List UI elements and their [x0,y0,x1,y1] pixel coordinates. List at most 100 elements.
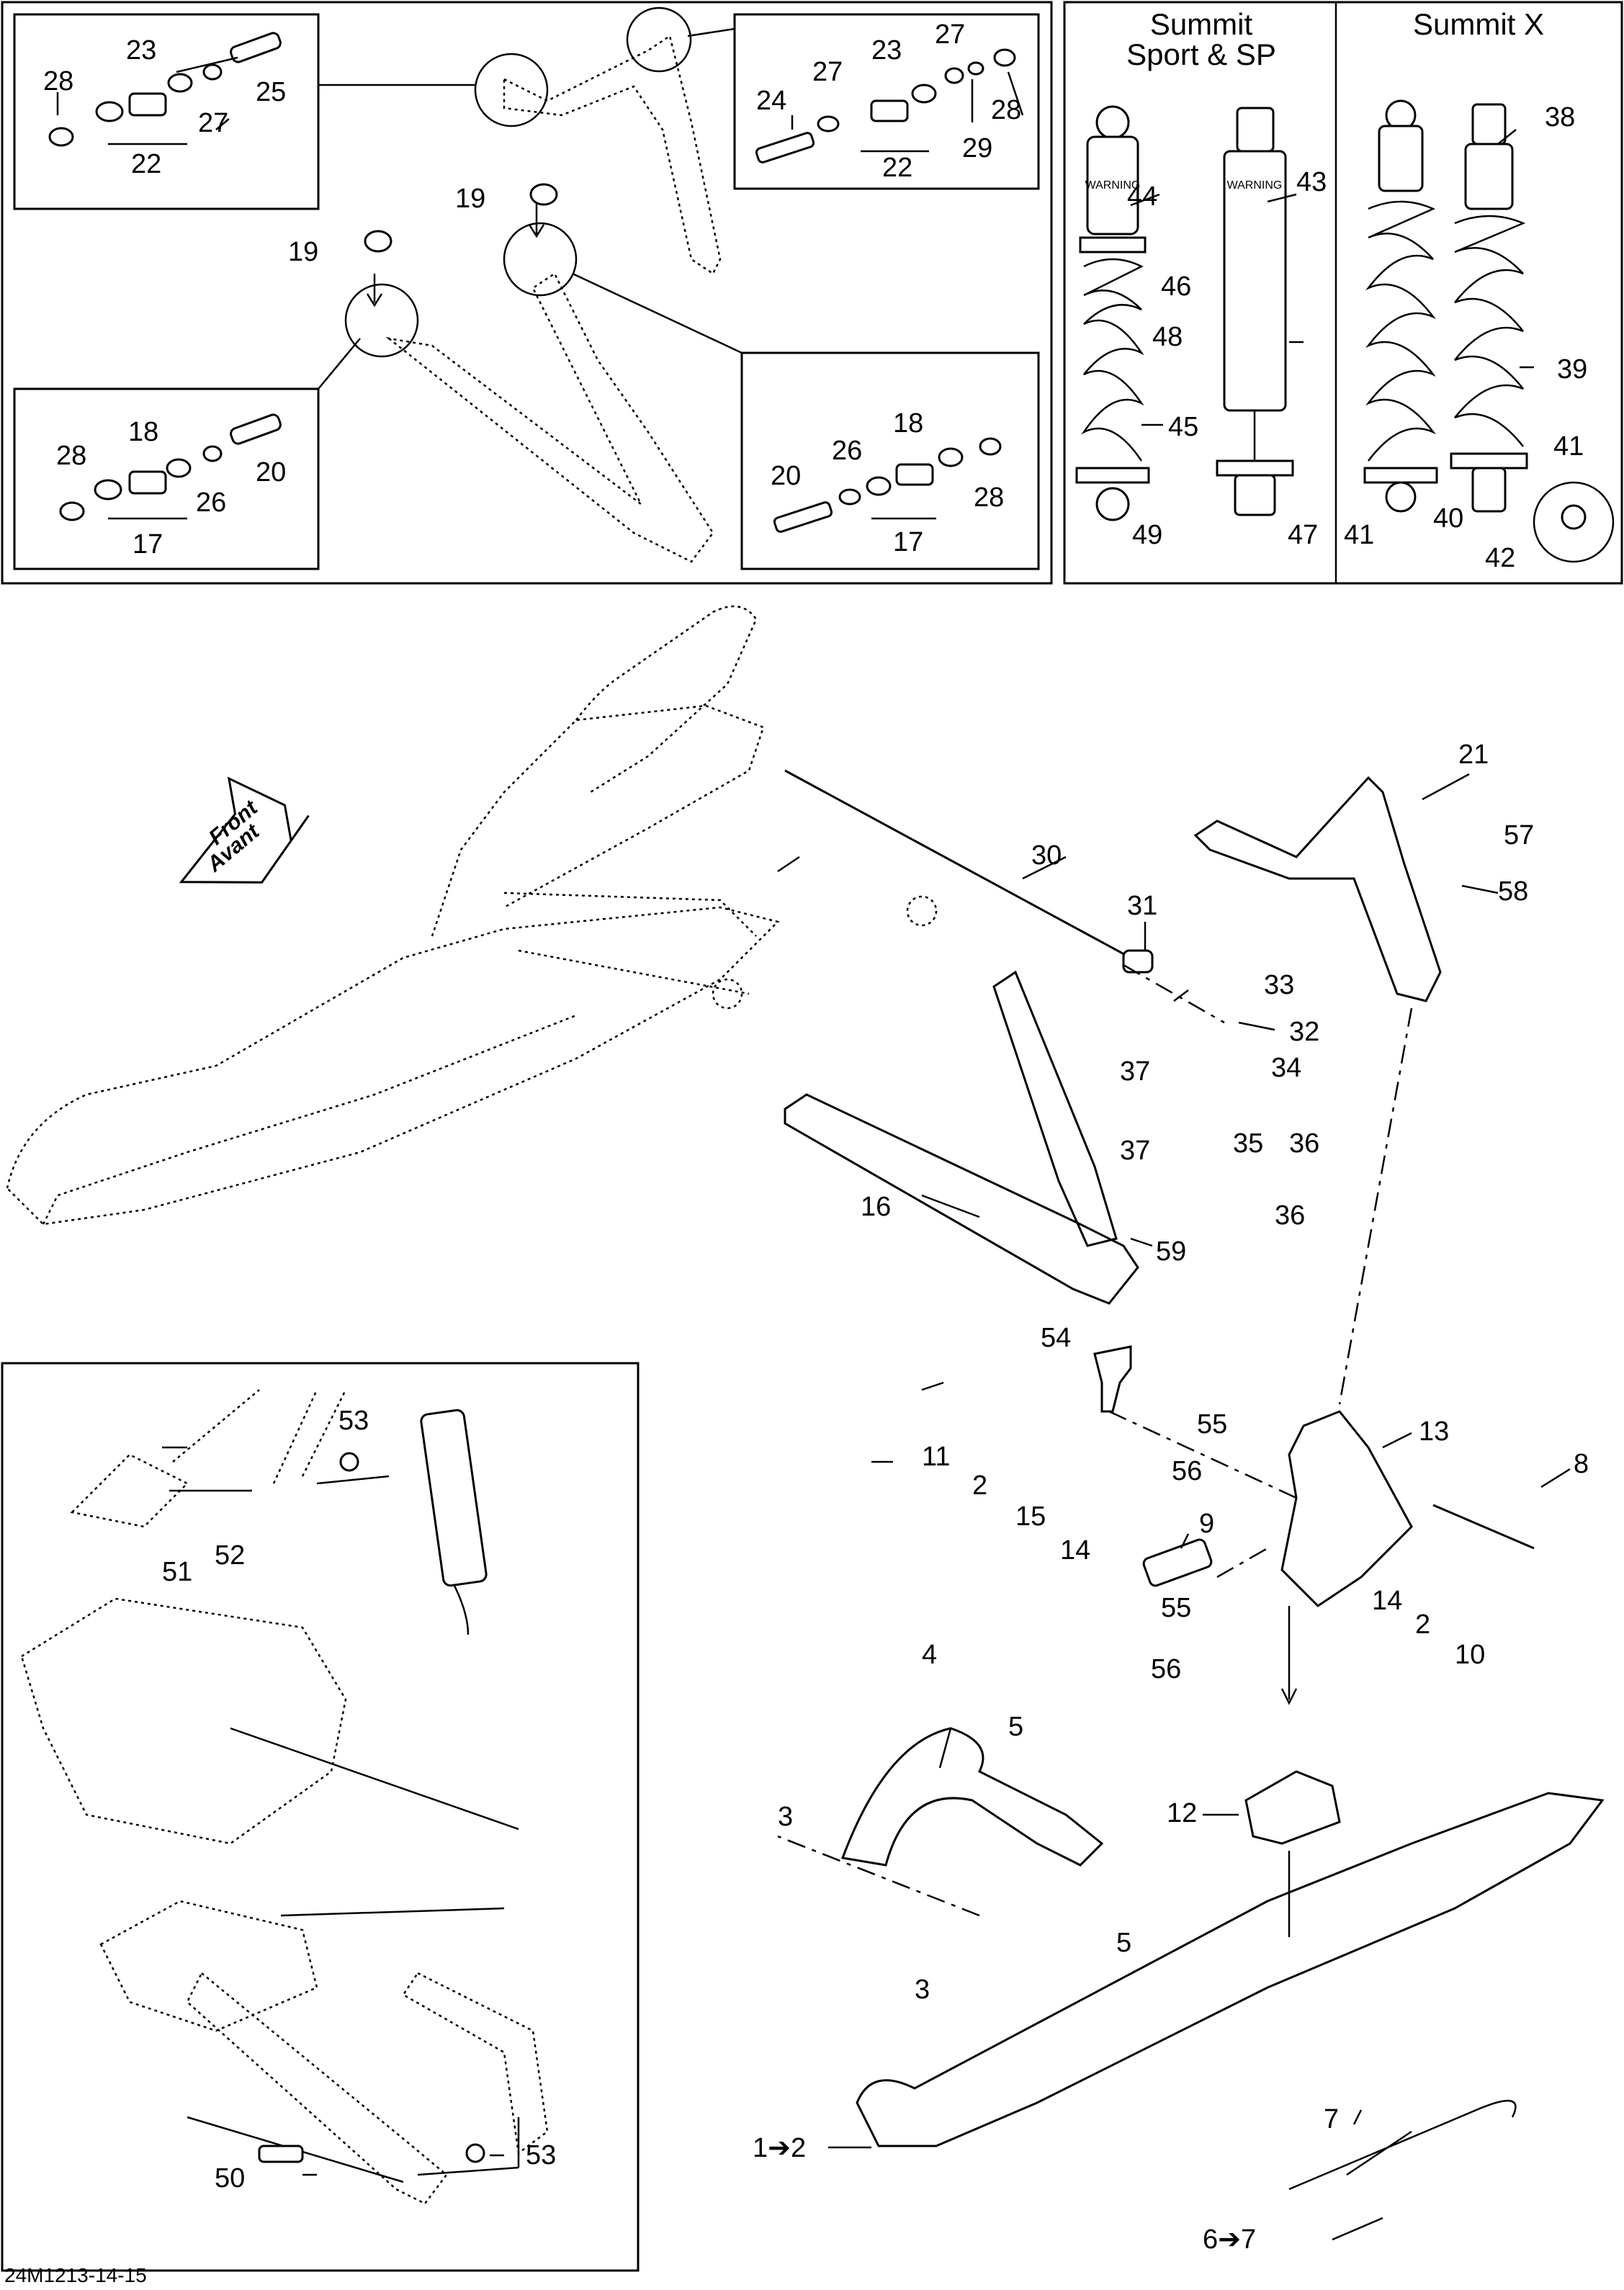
warning-sticker-2: WARNING [1227,179,1283,192]
callout-41: 41 [1344,520,1374,550]
callout-42: 42 [1485,543,1515,573]
callout-23-b: 23 [871,35,902,66]
callout-18-b: 18 [893,408,923,439]
hardware-stack-22 [48,32,282,147]
callout-20-b: 20 [771,461,801,491]
callout-55: 55 [1197,1409,1227,1440]
callout-53-b: 53 [526,2140,556,2170]
callout-51: 51 [162,1557,192,1587]
callout-numbers: 28 23 25 27 22 24 27 23 27 28 29 22 19 1… [43,19,1589,2255]
detail-box-upper-left [13,13,320,210]
callout-37: 37 [1120,1056,1150,1087]
shock-panel [1063,1,1623,585]
callout-57: 57 [1504,820,1534,850]
bushing-31 [1122,949,1154,974]
callout-28: 28 [43,66,73,96]
callout-35: 35 [1233,1128,1263,1159]
callout-58: 58 [1498,876,1528,907]
callout-26-b: 26 [832,436,862,466]
callout-50: 50 [215,2163,245,2194]
callout-32: 32 [1289,1017,1319,1047]
shock-summit-x-right [1450,103,1615,563]
callout-17: 17 [133,529,163,560]
callout-45: 45 [1168,412,1198,442]
hardware-stack-17 [59,413,282,521]
assembly-lines [777,964,1413,1937]
callout-25: 25 [256,77,286,107]
callout-5-b: 5 [1116,1928,1131,1958]
warning-sticker: WARNING [1085,179,1141,192]
callout-14-b: 14 [1372,1586,1402,1616]
callout-29: 29 [962,133,992,163]
callout-41-b: 41 [1553,431,1584,462]
callout-34: 34 [1271,1053,1301,1083]
callout-52: 52 [215,1540,245,1571]
callout-46: 46 [1161,271,1191,302]
callout-18: 18 [128,417,158,447]
callout-2-upper: 2 [972,1470,987,1501]
callout-44: 44 [1127,181,1157,212]
sway-bar [784,769,1131,959]
callout-33: 33 [1264,970,1294,1000]
callout-43: 43 [1296,167,1327,197]
callout-17-b: 17 [893,527,923,557]
frame-sketch [6,605,938,1226]
callout-1to2: 1➔2 [753,2133,806,2163]
callout-5: 5 [1008,1712,1023,1742]
callout-22-b: 22 [882,153,912,183]
callout-56: 56 [1172,1456,1202,1486]
callout-4: 4 [922,1640,937,1670]
detail-box-lower-left [13,387,320,570]
shock-summit-sport-right: WARNING [1216,107,1294,516]
callout-37-b: 37 [1120,1136,1150,1166]
callout-21: 21 [1458,740,1489,770]
callout-3: 3 [778,1802,793,1832]
callout-8: 8 [1574,1449,1589,1479]
callout-27: 27 [198,108,228,138]
callout-53: 53 [338,1406,369,1436]
sleeve-9 [1142,1538,1213,1587]
lower-a-arm [784,970,1139,1305]
hardware-stack-17-right [773,437,1002,533]
ski-handle [840,1727,1104,1867]
shock-summit-sport-left: WARNING [1075,105,1150,521]
carbide-runner [1288,2099,1517,2191]
callout-3-b: 3 [915,1975,930,2005]
ski [856,1792,1605,2147]
figure-id: 24M1213-14-15 [4,2264,147,2286]
top-left-panel [1,1,1053,585]
callout-55-b: 55 [1161,1593,1191,1623]
callout-16: 16 [861,1192,891,1222]
callout-59: 59 [1156,1236,1186,1267]
callout-28-d: 28 [974,482,1004,513]
callout-31: 31 [1127,891,1157,921]
callout-13: 13 [1419,1416,1449,1447]
callout-2-right: 2 [1415,1609,1430,1640]
callout-28-c: 28 [56,441,86,471]
header-summit-x: Summit X [1413,7,1544,41]
hardware-stack-22-right [755,48,1016,163]
callout-26: 26 [196,488,226,518]
callout-39: 39 [1557,354,1587,385]
detail-box-upper-right [733,13,1040,190]
ski-leg [1244,1770,1341,1845]
callout-47: 47 [1288,520,1318,550]
callout-11: 11 [922,1442,950,1472]
callout-23: 23 [126,35,156,66]
front-direction-arrow: Front Avant [179,776,310,884]
callout-48: 48 [1152,322,1183,352]
callout-6to7: 6➔7 [1203,2224,1256,2255]
callout-27-c: 27 [935,19,965,50]
upper-a-arm-sketch [318,6,743,563]
leader-lines [56,56,1571,2241]
callout-36: 36 [1289,1128,1319,1159]
upper-a-arm [1193,776,1442,1002]
callout-27-b: 27 [812,57,843,87]
inset-frame-sketch [20,1389,549,2205]
callout-15: 15 [1015,1501,1046,1532]
callout-54: 54 [1041,1323,1071,1353]
callout-9: 9 [1199,1509,1214,1539]
callout-10: 10 [1455,1640,1485,1670]
callout-19: 19 [455,184,485,214]
